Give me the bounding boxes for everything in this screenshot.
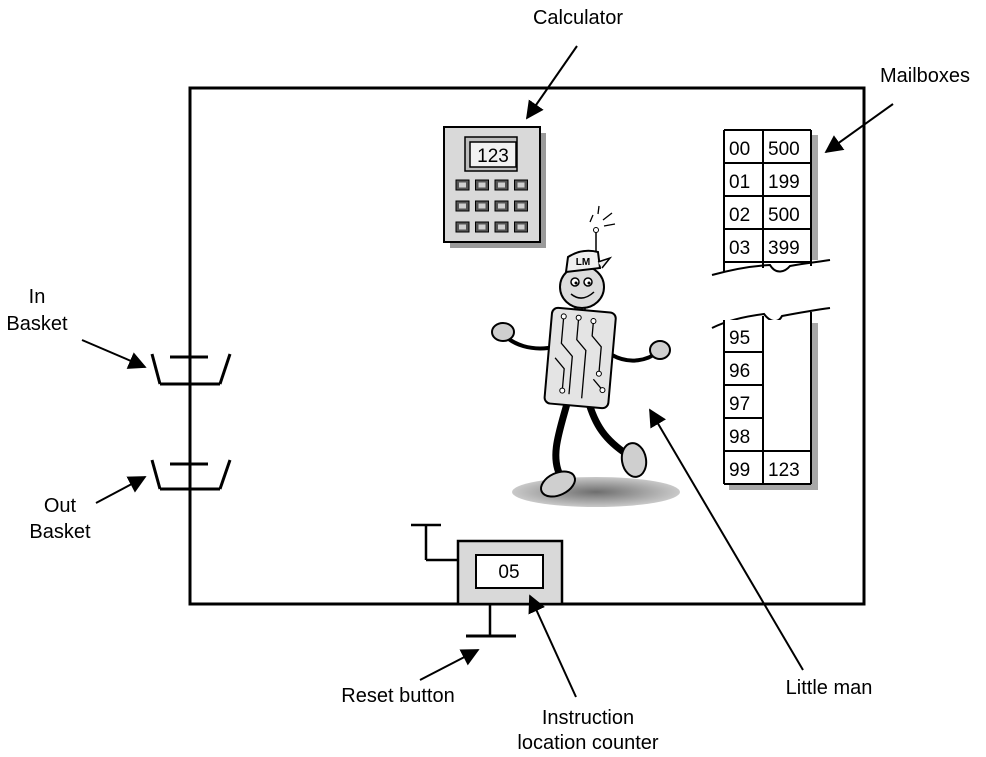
reset-button-arrow (419, 649, 480, 681)
counter-display (475, 554, 544, 589)
mailbox-value: 500 (768, 205, 800, 226)
calculator-key-face (478, 182, 486, 188)
mailbox-table-top (723, 129, 812, 272)
calculator: 123 (443, 126, 546, 248)
floor-shadow (512, 477, 680, 507)
calculator-display (469, 141, 517, 168)
mailbox-addr: 02 (729, 205, 750, 226)
counter-value: 05 (498, 562, 519, 583)
mailbox-addr: 01 (729, 172, 750, 193)
mailbox-addr: 00 (729, 139, 750, 160)
mailbox-addr: 96 (729, 361, 750, 382)
calculator-key-face (459, 224, 466, 230)
instruction-counter-label: Instruction (542, 707, 634, 729)
in-basket (150, 340, 232, 386)
reset-button[interactable] (466, 604, 516, 638)
little-man-label: Little man (786, 677, 873, 699)
mailbox-table-bottom (723, 312, 812, 485)
in-basket-label: Basket (6, 313, 68, 335)
out-basket (150, 459, 232, 491)
mailbox-addr: 97 (729, 394, 750, 415)
calculator-key-face (498, 224, 505, 230)
mailbox-value: 123 (768, 460, 800, 481)
little-man-arrow (649, 408, 804, 671)
cap-text: LM (576, 257, 590, 268)
instruction-counter-arrow (528, 594, 577, 698)
mailbox-addr: 95 (729, 328, 750, 349)
in-basket-label: In (29, 286, 46, 308)
calculator-display-text: 123 (477, 146, 509, 167)
mailbox-addr: 98 (729, 427, 750, 448)
out-basket-label: Out (44, 495, 77, 517)
mailbox-value: 199 (768, 172, 800, 193)
calculator-key-face (517, 224, 525, 230)
little-man-figure: LM (491, 205, 680, 507)
out-basket-arrow (95, 476, 147, 504)
mailbox-value: 399 (768, 238, 800, 259)
calculator-key-face (498, 203, 505, 209)
calculator-keypad (455, 179, 528, 233)
mailboxes-arrow (824, 103, 894, 154)
mailbox-value: 500 (768, 139, 800, 160)
instruction-counter: 05 (456, 539, 564, 606)
calculator-key-face (517, 203, 525, 209)
out-basket-label: Basket (29, 521, 91, 543)
mailbox-addr: 03 (729, 238, 750, 259)
mailboxes: 00 500 01 199 02 500 03 399 95 96 97 98 … (711, 129, 831, 490)
calculator-key-face (459, 182, 466, 188)
reset-button-label: Reset button (341, 685, 454, 707)
calculator-key-face (498, 182, 505, 188)
mailbox-addr: 99 (729, 460, 750, 481)
calculator-key-face (517, 182, 525, 188)
calculator-key-face (478, 203, 486, 209)
mailbox-tear-top (711, 259, 831, 276)
calculator-key-face (459, 203, 466, 209)
in-basket-arrow (81, 339, 147, 369)
calculator-key-face (478, 224, 486, 230)
calculator-label: Calculator (533, 7, 623, 29)
calculator-arrow (525, 45, 578, 120)
instruction-counter-label: location counter (517, 732, 659, 754)
mailboxes-label: Mailboxes (880, 65, 970, 87)
